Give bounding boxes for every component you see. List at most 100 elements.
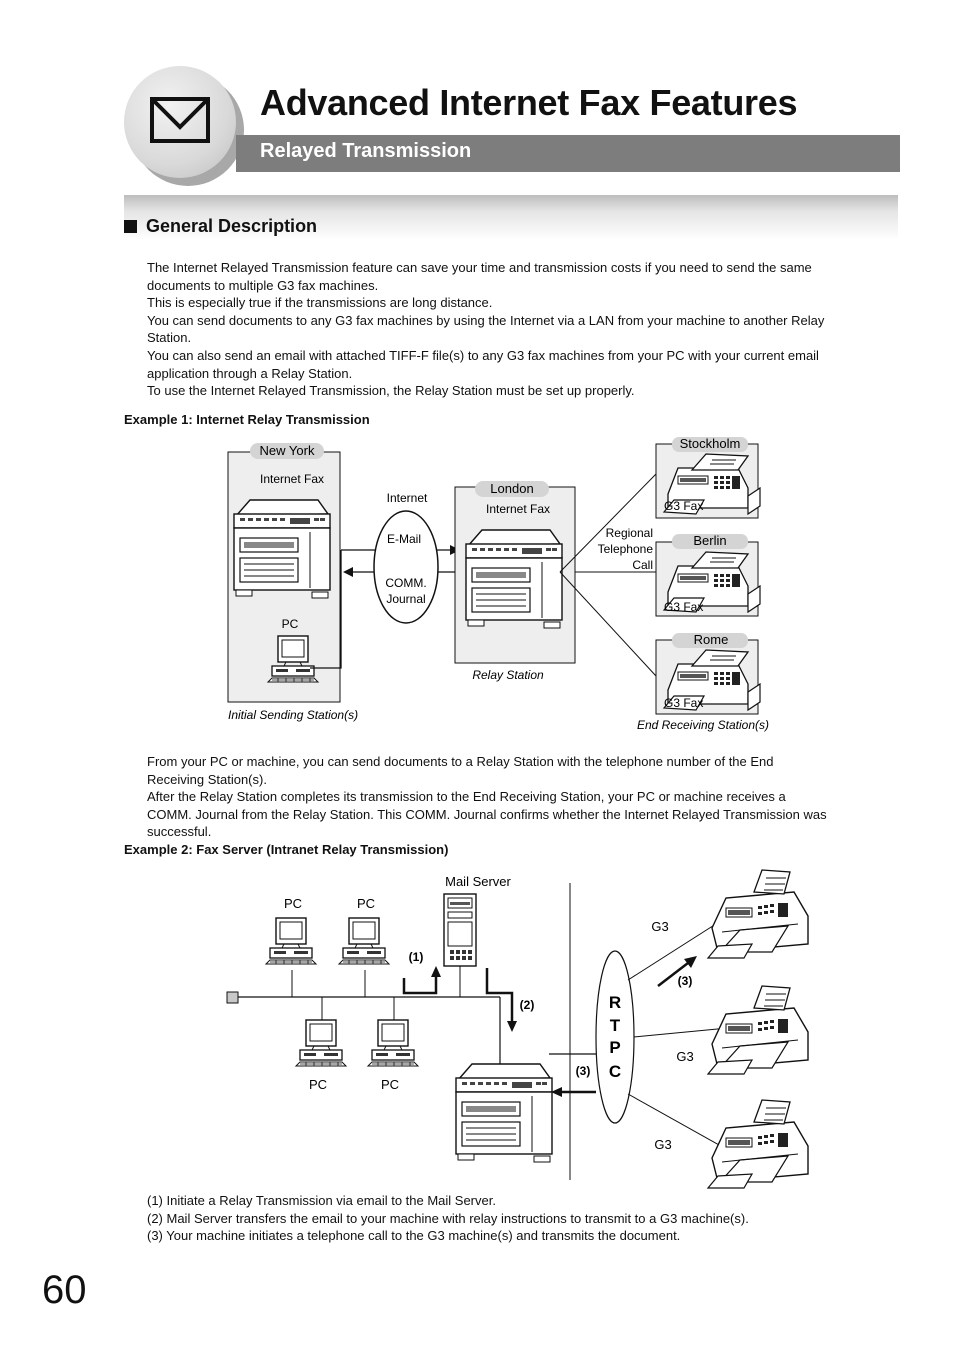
line-to-stockholm	[559, 473, 657, 573]
pc-icon-3	[295, 1019, 347, 1067]
stockholm-label: Stockholm	[680, 436, 741, 451]
line-to-g3-bottom	[627, 1093, 729, 1151]
example2-title: Example 2: Fax Server (Intranet Relay Tr…	[124, 842, 449, 857]
middle-line: After the Relay Station completes its tr…	[147, 789, 786, 805]
intro-line: documents to multiple G3 fax machines.	[147, 277, 379, 293]
comm-label: COMM.	[385, 576, 426, 590]
stockholm-label-pill	[672, 437, 748, 452]
step1-label: (1)	[409, 950, 424, 964]
middle-line: From your PC or machine, you can send do…	[147, 754, 774, 769]
middle-line: COMM. Journal from the Relay Station. Th…	[147, 806, 827, 822]
line-to-g3-middle	[633, 1027, 729, 1038]
rtpc-letter-p: P	[609, 1038, 620, 1057]
intro-line: Station.	[147, 330, 192, 346]
rome-g3-fax-label: G3 Fax	[664, 696, 703, 710]
step1-arrow-line	[402, 976, 438, 995]
internet-ellipse	[373, 510, 439, 624]
envelope-icon	[150, 97, 210, 143]
step2-arrow-line	[485, 968, 514, 1022]
comm-arrowhead-icon	[343, 567, 353, 577]
page-subtitle: Relayed Transmission	[260, 140, 472, 162]
line-to-rome	[559, 571, 657, 677]
telephone-label: Telephone	[598, 542, 654, 556]
g3-label-top: G3	[651, 919, 668, 934]
mail-server-icon	[443, 893, 477, 967]
call-label: Call	[632, 558, 653, 572]
g3-fax-top-icon	[707, 869, 809, 959]
bullet-square-icon	[124, 220, 137, 233]
intro-line: The Internet Relayed Transmission featur…	[147, 260, 812, 275]
middle-line: successful.	[147, 824, 212, 840]
step2-label: (2)	[520, 998, 535, 1012]
ny-internet-fax-label: Internet Fax	[260, 472, 324, 486]
subtitle-bar	[236, 135, 900, 172]
ny-pc-label: PC	[282, 617, 299, 631]
example1-title: Example 1: Internet Relay Transmission	[124, 412, 370, 427]
berlin-g3-fax-label: G3 Fax	[664, 600, 703, 614]
step2-arrowhead-icon	[507, 1021, 517, 1032]
pc-icon-1	[265, 917, 317, 965]
step-item: (3) Your machine initiates a telephone c…	[147, 1228, 681, 1244]
step3-outbound-arrow-line	[657, 962, 689, 987]
pc-icon-2	[338, 917, 390, 965]
rome-label: Rome	[694, 632, 729, 647]
berlin-label: Berlin	[693, 533, 726, 548]
pc-link-line	[310, 550, 342, 669]
step1-arrowhead-icon	[431, 966, 441, 977]
pc-label-2: PC	[357, 896, 375, 911]
new-york-label: New York	[260, 443, 315, 458]
berlin-label-pill	[672, 534, 748, 549]
steps-list: (1) Initiate a Relay Transmission via em…	[147, 1192, 897, 1245]
mail-server-label: Mail Server	[445, 874, 511, 889]
rome-label-pill	[672, 633, 748, 648]
intro-line: This is especially true if the transmiss…	[147, 295, 493, 311]
email-label: E-Mail	[387, 532, 421, 546]
intro-line: application through a Relay Station.	[147, 365, 353, 381]
middle-line: Receiving Station(s).	[147, 771, 267, 787]
end-station-caption: End Receiving Station(s)	[637, 718, 769, 732]
pc-label-4: PC	[381, 1077, 399, 1092]
header-circle	[124, 66, 236, 178]
g3-fax-middle-icon	[707, 985, 809, 1075]
intro-paragraph: The Internet Relayed Transmission featur…	[147, 259, 897, 400]
intro-line: You can send documents to any G3 fax mac…	[147, 312, 825, 328]
g3-label-bottom: G3	[654, 1137, 671, 1152]
step3-return-arrowhead-icon	[551, 1087, 562, 1097]
lan-terminator-icon	[226, 991, 239, 1004]
step3-label-left: (3)	[576, 1064, 591, 1078]
regional-label: Regional	[606, 526, 653, 540]
g3-fax-bottom-icon	[707, 1099, 809, 1189]
london-internet-fax-machine-icon	[465, 529, 563, 629]
ny-internet-fax-machine-icon	[233, 499, 331, 599]
journal-label: Journal	[386, 592, 425, 606]
step3-outbound-arrowhead-icon	[684, 956, 697, 968]
section-band	[124, 195, 898, 240]
g3-label-middle: G3	[676, 1049, 693, 1064]
london-label-pill	[475, 481, 549, 497]
stockholm-g3-fax-label: G3 Fax	[664, 499, 703, 513]
intro-line: You can also send an email with attached…	[147, 347, 819, 363]
rtpc-letter-c: C	[609, 1062, 621, 1081]
step-item: (2) Mail Server transfers the email to y…	[147, 1210, 749, 1226]
pc-icon-4	[367, 1019, 419, 1067]
example1-description: From your PC or machine, you can send do…	[147, 753, 897, 841]
rtpc-letter-r: R	[609, 993, 621, 1012]
relay-station-caption: Relay Station	[472, 668, 544, 682]
internet-label: Internet	[387, 491, 428, 505]
initial-station-caption: Initial Sending Station(s)	[228, 708, 358, 722]
intro-line: To use the Internet Relayed Transmission…	[147, 383, 635, 399]
relay-machine-icon	[455, 1063, 553, 1163]
page-title: Advanced Internet Fax Features	[260, 82, 798, 123]
step-item: (1) Initiate a Relay Transmission via em…	[147, 1193, 496, 1208]
section-title: General Description	[124, 216, 317, 237]
step3-label-right: (3)	[678, 974, 693, 988]
page-number: 60	[42, 1268, 87, 1312]
london-internet-fax-label: Internet Fax	[486, 502, 550, 516]
rtpc-ellipse	[595, 950, 635, 1124]
pc-label-3: PC	[309, 1077, 327, 1092]
rtpc-letter-t: T	[610, 1016, 621, 1035]
london-label: London	[490, 481, 533, 496]
new-york-label-pill	[250, 443, 324, 459]
pc-label-1: PC	[284, 896, 302, 911]
